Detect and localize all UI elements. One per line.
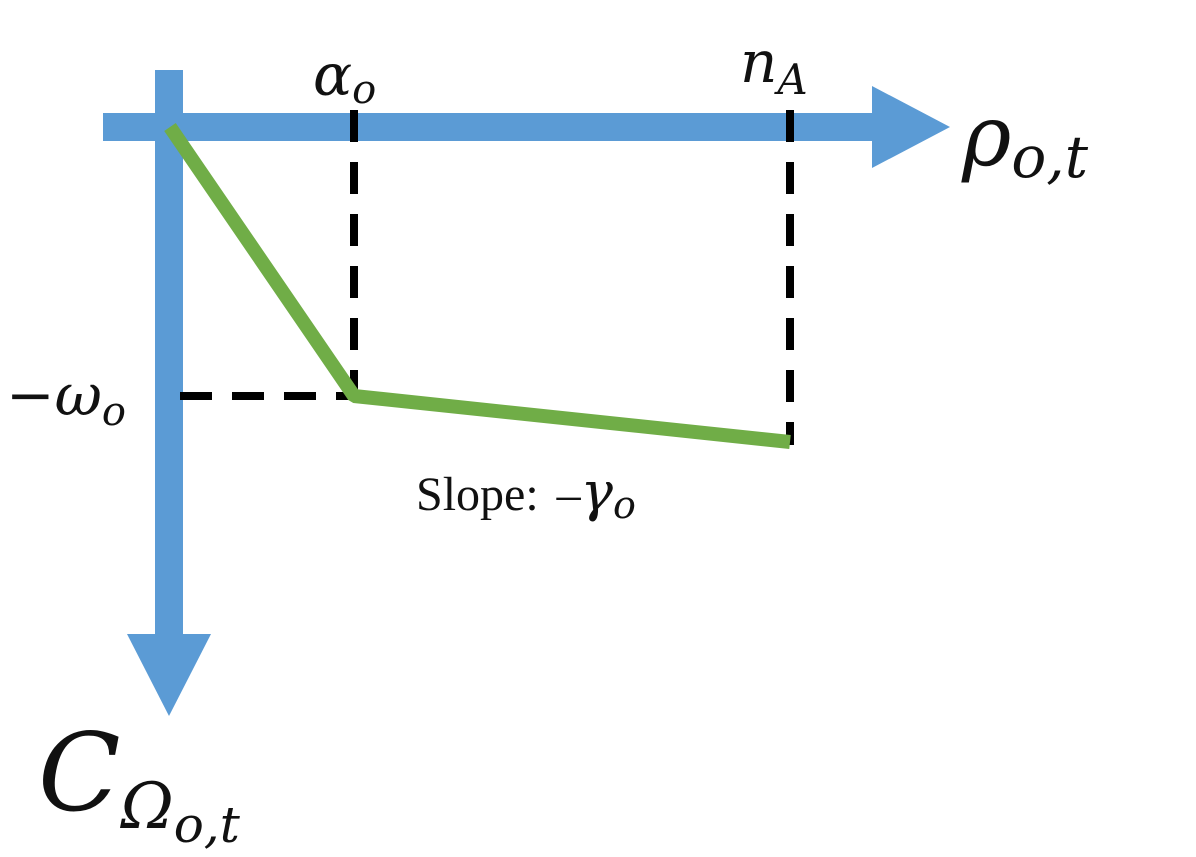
slope-prefix: Slope: — [416, 468, 539, 521]
guide-lines — [180, 110, 794, 445]
omega-symbol: ω — [55, 361, 102, 429]
nA-symbol: n — [740, 28, 777, 96]
omega-label: −ωo — [6, 361, 126, 435]
slope-minus: – — [556, 468, 582, 521]
omega-cap-subscript: Ω — [120, 770, 174, 844]
rho-symbol: ρ — [961, 87, 1011, 185]
x-axis-arrowhead — [872, 86, 950, 168]
omega-cap-sub-subscript: o,t — [174, 796, 241, 854]
piecewise-cost-curve — [164, 123, 791, 449]
alpha-symbol: α — [313, 41, 352, 109]
alpha-subscript: o — [352, 67, 376, 113]
omega-minus: − — [6, 361, 55, 429]
rho-subscript: o,t — [1011, 123, 1088, 191]
slope-subscript: o — [613, 483, 636, 527]
x-axis — [103, 86, 950, 168]
x-axis-shaft — [103, 113, 878, 141]
omega-subscript: o — [102, 389, 126, 435]
x-axis-label: ρo,t — [961, 87, 1089, 191]
y-axis — [127, 70, 211, 716]
alpha-label: αo — [313, 41, 376, 113]
slope-symbol: γ — [581, 460, 614, 523]
nA-subscript: A — [773, 55, 807, 104]
c-symbol: C — [38, 711, 121, 836]
slope-label: Slope:–γo — [416, 460, 636, 527]
y-axis-shaft — [155, 70, 183, 640]
y-axis-arrowhead — [127, 634, 211, 716]
nA-label: nA — [740, 28, 808, 104]
y-axis-label: CΩo,t — [38, 711, 241, 854]
